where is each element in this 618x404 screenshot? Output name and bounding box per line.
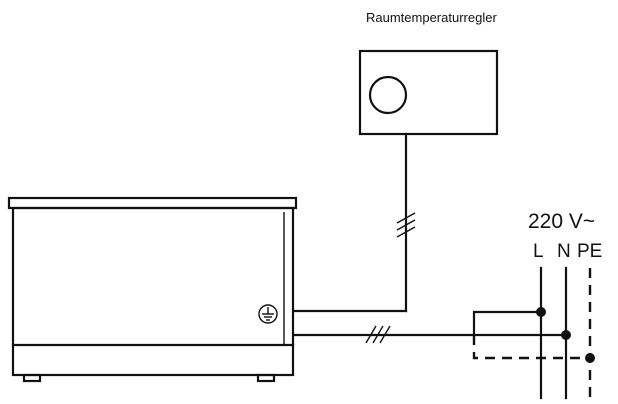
power-cable xyxy=(292,310,590,360)
appliance-foot-right xyxy=(256,373,276,383)
appliance-foot-left xyxy=(22,373,42,383)
conductor-label-pe: PE xyxy=(577,241,602,262)
multi-conductor-slash-icon xyxy=(396,212,416,238)
thermostat-label: Raumtemperaturregler xyxy=(366,10,497,25)
ground-symbol-icon xyxy=(258,304,278,324)
conductor-label-l: L xyxy=(533,241,544,262)
multi-conductor-slash-icon xyxy=(365,325,391,344)
junction-dot-l xyxy=(536,307,546,317)
supply-voltage-label: 220 V~ xyxy=(528,210,595,233)
dial-knob-icon xyxy=(368,75,408,115)
junction-dot-n xyxy=(561,330,571,340)
junction-dot-pe xyxy=(585,353,595,363)
control-cable xyxy=(292,132,416,313)
thermostat-box xyxy=(358,49,499,136)
supply-conductors xyxy=(536,266,595,400)
appliance-unit xyxy=(7,196,298,383)
conductor-label-n: N xyxy=(557,241,571,262)
